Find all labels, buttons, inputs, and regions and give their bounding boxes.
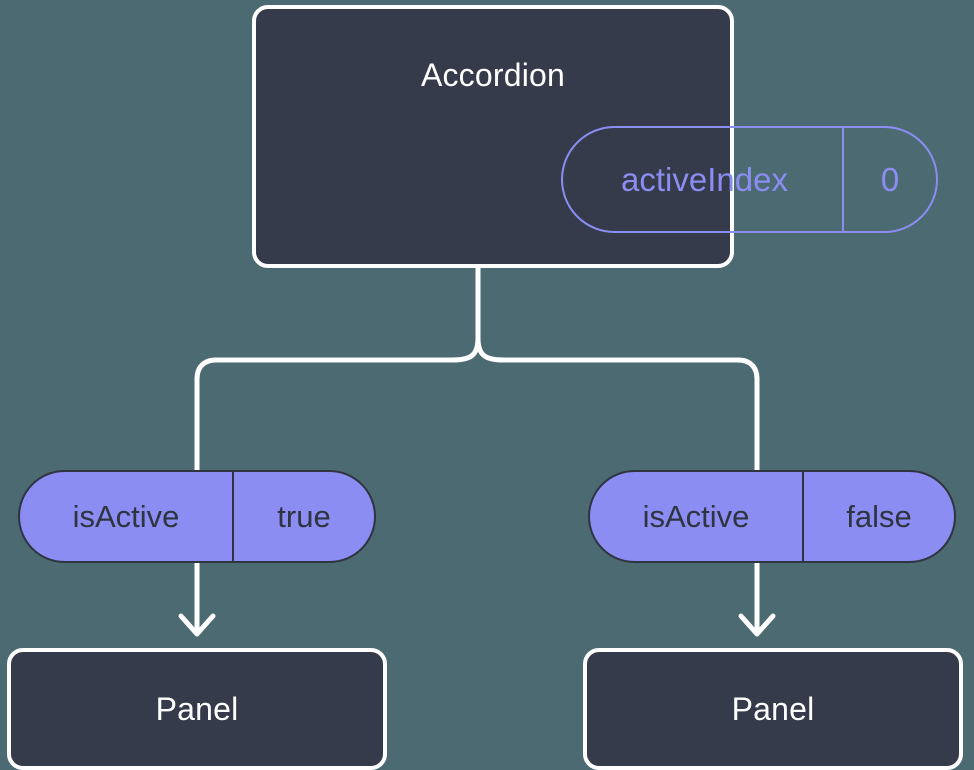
prop-pill-is-active-true[interactable]: isActive true [18, 470, 376, 563]
panel-node-left[interactable]: Panel [7, 648, 387, 770]
panel-node-right-title: Panel [731, 691, 815, 727]
prop-pill-value: false [846, 499, 912, 534]
arrow-head-left [178, 613, 216, 637]
panel-node-right[interactable]: Panel [583, 648, 963, 770]
prop-pill-key: isActive [590, 472, 804, 561]
prop-pill-value: true [277, 499, 331, 534]
accordion-node[interactable]: Accordion activeIndex 0 [252, 5, 938, 268]
connector-fork-path-right [475, 335, 760, 473]
arrow-head-right [738, 613, 776, 637]
prop-pill-is-active-false[interactable]: isActive false [588, 470, 956, 563]
state-pill-active-index[interactable]: activeIndex 0 [561, 126, 938, 233]
prop-pill-key: isActive [20, 472, 234, 561]
panel-node-left-title: Panel [155, 691, 239, 727]
connector-fork-path [194, 265, 481, 473]
state-pill-value: 0 [880, 161, 900, 198]
accordion-node-title: Accordion [420, 57, 566, 93]
state-pill-key: activeIndex [563, 128, 844, 231]
